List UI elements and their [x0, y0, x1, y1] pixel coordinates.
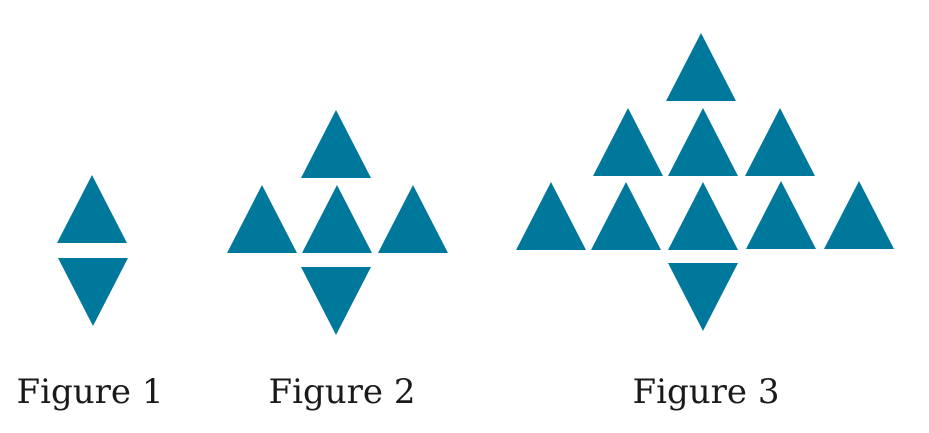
figure-2-up-triangle-4: [378, 185, 448, 253]
figure-2-triangles: [227, 110, 448, 335]
figure-3-caption: Figure 3: [632, 372, 780, 412]
figure-3-down-triangle-1: [668, 263, 738, 331]
figure-3-up-triangle-9: [824, 181, 894, 249]
figure-2-up-triangle-2: [227, 185, 297, 253]
figure-2-caption: Figure 2: [268, 372, 416, 412]
figure-2-up-triangle-1: [301, 110, 371, 178]
figure-2-up-triangle-3: [302, 185, 372, 253]
figure-1-up-triangle-1: [57, 175, 127, 243]
figure-1-caption: Figure 1: [16, 372, 164, 412]
figure-3-up-triangle-8: [746, 181, 816, 249]
figure-3-up-triangle-4: [745, 108, 815, 176]
figure-1-down-triangle-1: [58, 258, 128, 326]
figure-3-up-triangle-2: [593, 108, 663, 176]
figure-3-up-triangle-5: [516, 182, 586, 250]
figure-1-triangles: [57, 175, 128, 326]
figure-3-up-triangle-1: [666, 33, 736, 101]
figure-3-up-triangle-7: [668, 182, 738, 250]
figure-3-up-triangle-3: [668, 108, 738, 176]
figure-3-up-triangle-6: [591, 182, 661, 250]
figure-2-down-triangle-1: [301, 267, 371, 335]
figure-3-triangles: [516, 33, 894, 331]
